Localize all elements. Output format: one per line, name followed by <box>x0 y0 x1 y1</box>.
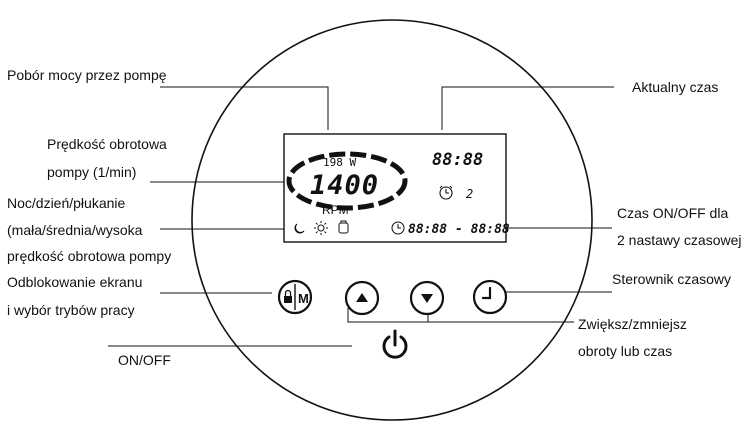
label-onoff: ON/OFF <box>118 352 171 368</box>
timer-button[interactable] <box>472 279 508 315</box>
label-mode-line1: Noc/dzień/płukanie <box>7 195 126 211</box>
label-speed-line2: pompy (1/min) <box>47 164 137 180</box>
triangle-up-icon <box>356 293 368 302</box>
label-speed-line1: Prędkość obrotowa <box>47 136 167 152</box>
label-power-consumption: Pobór mocy przez pompę <box>7 67 167 83</box>
speed-readout: 1400 <box>310 170 379 201</box>
unlock-mode-button[interactable]: M <box>277 279 313 315</box>
label-current-time: Aktualny czas <box>632 79 719 95</box>
power-icon <box>382 335 408 359</box>
leader-updown-a <box>347 308 574 323</box>
label-timer-onoff-line2: 2 nastawy czasowej <box>617 232 742 248</box>
alarm-clock-icon <box>439 185 453 200</box>
controller-outline <box>191 19 593 421</box>
label-timer-onoff-line1: Czas ON/OFF dla <box>617 205 729 221</box>
lcd-screen <box>283 133 507 243</box>
label-updown-line1: Zwiększ/zmniejsz <box>578 316 687 332</box>
speed-unit: RPM <box>322 203 349 217</box>
up-button[interactable] <box>344 280 380 316</box>
moon-icon <box>294 223 305 234</box>
clock-icon <box>391 221 405 235</box>
leader-clock <box>441 86 614 130</box>
label-timer-controller: Sterownik czasowy <box>612 271 732 287</box>
label-mode-line3: prędkość obrotowa pompy <box>7 248 172 264</box>
down-button[interactable] <box>409 280 445 316</box>
leader-lines <box>108 86 614 347</box>
label-unlock-line1: Odblokowanie ekranu <box>7 274 143 290</box>
alarm-number: 2 <box>466 187 473 201</box>
speed-arc-gauge <box>286 151 408 211</box>
clock-hands-icon <box>481 286 492 300</box>
leader-power <box>160 86 329 130</box>
power-readout: 198 W <box>323 156 356 169</box>
power-button[interactable] <box>382 329 408 359</box>
sun-icon <box>314 221 328 235</box>
label-unlock-line2: i wybór trybów pracy <box>7 302 135 318</box>
clock-readout: 88:88 <box>432 150 483 170</box>
label-updown-line2: obroty lub czas <box>578 343 673 359</box>
flush-icon <box>338 220 349 234</box>
mode-letter: M <box>298 291 309 306</box>
lock-icon <box>284 289 292 303</box>
triangle-down-icon <box>421 294 433 303</box>
schedule-readout: 88:88 - 88:88 <box>408 222 510 237</box>
label-mode-line2: (mała/średnia/wysoka <box>7 222 143 238</box>
